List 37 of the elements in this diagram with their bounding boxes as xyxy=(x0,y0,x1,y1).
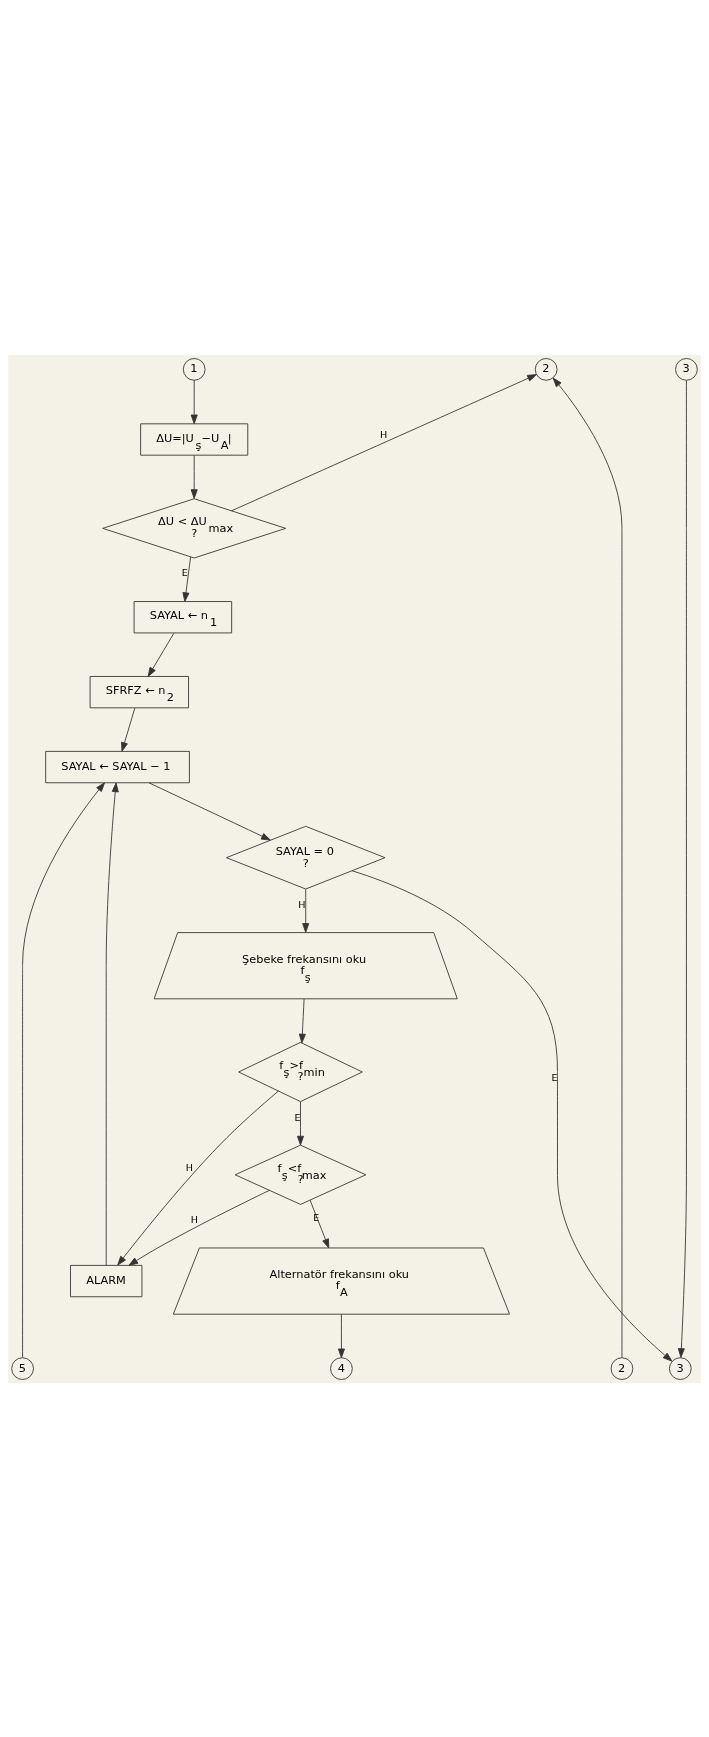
node-box: ALARM xyxy=(70,1264,143,1297)
arrow xyxy=(309,1199,330,1248)
edge-label: H xyxy=(380,428,388,440)
node-circle: 1 xyxy=(182,357,206,381)
arrow xyxy=(297,1100,304,1145)
arrow xyxy=(231,373,537,511)
node-circle: 3 xyxy=(675,357,698,381)
arrow xyxy=(121,707,136,752)
node-diamond: SAYAL = 0 ? xyxy=(226,825,386,889)
edge-label: E xyxy=(313,1211,320,1223)
node-box: SAYAL ← SAYAL − 1 xyxy=(45,750,190,783)
arrow xyxy=(105,782,119,1266)
node-circle: 2 xyxy=(610,1356,634,1380)
edge-label: H xyxy=(298,898,306,910)
arrow xyxy=(128,1189,270,1266)
arrow xyxy=(147,632,175,677)
edge-label: H xyxy=(185,1161,193,1173)
arrow xyxy=(22,781,105,1358)
arrow xyxy=(190,454,198,499)
arrow xyxy=(298,998,306,1043)
arrow xyxy=(117,1090,279,1265)
node-circle: 2 xyxy=(534,357,558,381)
edge-label: E xyxy=(294,1111,301,1123)
arrow xyxy=(302,888,310,933)
arrow xyxy=(337,1313,345,1358)
arrow xyxy=(552,377,623,1358)
arrow xyxy=(677,379,687,1358)
edge-label: H xyxy=(190,1213,199,1225)
node-circle: 5 xyxy=(11,1356,34,1380)
node-circle: 3 xyxy=(669,1356,692,1380)
node-circle: 4 xyxy=(330,1356,353,1380)
arrow xyxy=(190,379,198,424)
arrow xyxy=(148,781,271,840)
arrow xyxy=(182,556,192,602)
edge-label: E xyxy=(551,1071,558,1083)
edge-label: E xyxy=(181,566,188,578)
arrow xyxy=(351,869,673,1362)
